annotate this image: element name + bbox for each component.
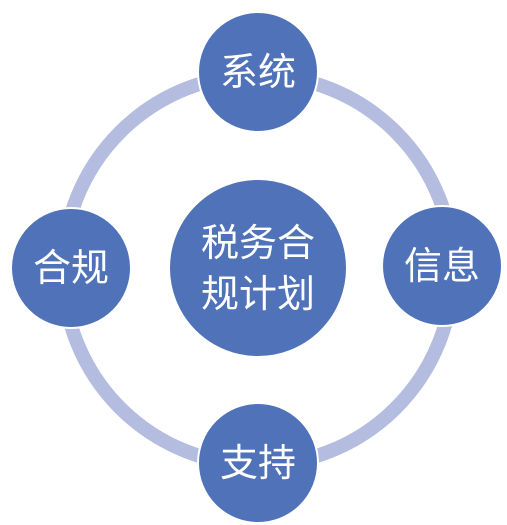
node-left: 合规 — [10, 207, 132, 329]
node-bottom-label: 支持 — [220, 441, 296, 485]
node-top-label: 系统 — [220, 50, 296, 94]
center-node: 税务合 规计划 — [168, 178, 348, 358]
node-bottom-circle — [197, 402, 319, 524]
node-top-circle — [197, 11, 319, 133]
node-left-label: 合规 — [33, 246, 109, 290]
center-label-line1: 税务合 — [201, 221, 315, 265]
center-node-circle — [168, 178, 348, 358]
node-right-circle — [381, 205, 503, 327]
node-bottom: 支持 — [197, 402, 319, 524]
node-right-label: 信息 — [404, 244, 480, 288]
node-right: 信息 — [381, 205, 503, 327]
center-label-line2: 规计划 — [201, 272, 315, 316]
node-top: 系统 — [197, 11, 319, 133]
node-left-circle — [10, 207, 132, 329]
